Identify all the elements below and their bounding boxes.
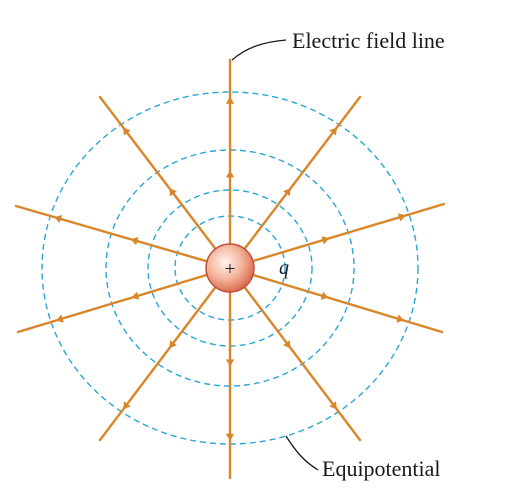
field-line-3 [243, 95, 362, 251]
charge-sign: + [225, 259, 236, 280]
field-arrow-7-2 [396, 314, 405, 323]
field-arrow-4-1 [130, 237, 139, 246]
field-arrow-1-2 [225, 96, 235, 104]
field-arrow-2-2 [123, 127, 131, 136]
field-arrow-2-1 [169, 188, 177, 197]
field-arrow-3-1 [283, 188, 291, 197]
field-line-4 [14, 204, 209, 263]
field-line-2 [98, 95, 217, 251]
field-arrow-3-2 [329, 127, 337, 136]
field-arrow-8-2 [123, 401, 131, 410]
field-line-5 [251, 202, 446, 263]
field-line-8 [98, 285, 217, 442]
field-line-7 [251, 273, 444, 334]
positive-charge [205, 243, 255, 293]
equipotential-label: Equipotential [322, 456, 441, 481]
field-line-label: Electric field line [292, 28, 445, 53]
field-arrow-5-1 [321, 236, 330, 245]
field-arrow-8-1 [169, 340, 177, 349]
equipotential-label-leader [285, 435, 319, 471]
field-line-9 [243, 285, 362, 442]
field-arrow-4-2 [54, 215, 63, 223]
field-arrow-5-2 [397, 213, 406, 222]
field-arrow-9-1 [283, 340, 291, 349]
field-arrow-9-2 [329, 401, 337, 410]
electric-field-lines [14, 58, 446, 480]
charge-symbol: q [279, 257, 289, 279]
field-line-6 [16, 273, 209, 334]
field-arrow-10-1 [225, 359, 235, 367]
field-arrow-10-2 [225, 433, 235, 441]
field-arrow-6-2 [55, 314, 64, 323]
field-arrow-7-1 [320, 291, 329, 300]
field-line-label-leader [231, 39, 287, 61]
field-arrow-6-1 [131, 291, 140, 300]
field-direction-arrows [54, 96, 406, 441]
field-arrow-1-1 [225, 170, 235, 178]
